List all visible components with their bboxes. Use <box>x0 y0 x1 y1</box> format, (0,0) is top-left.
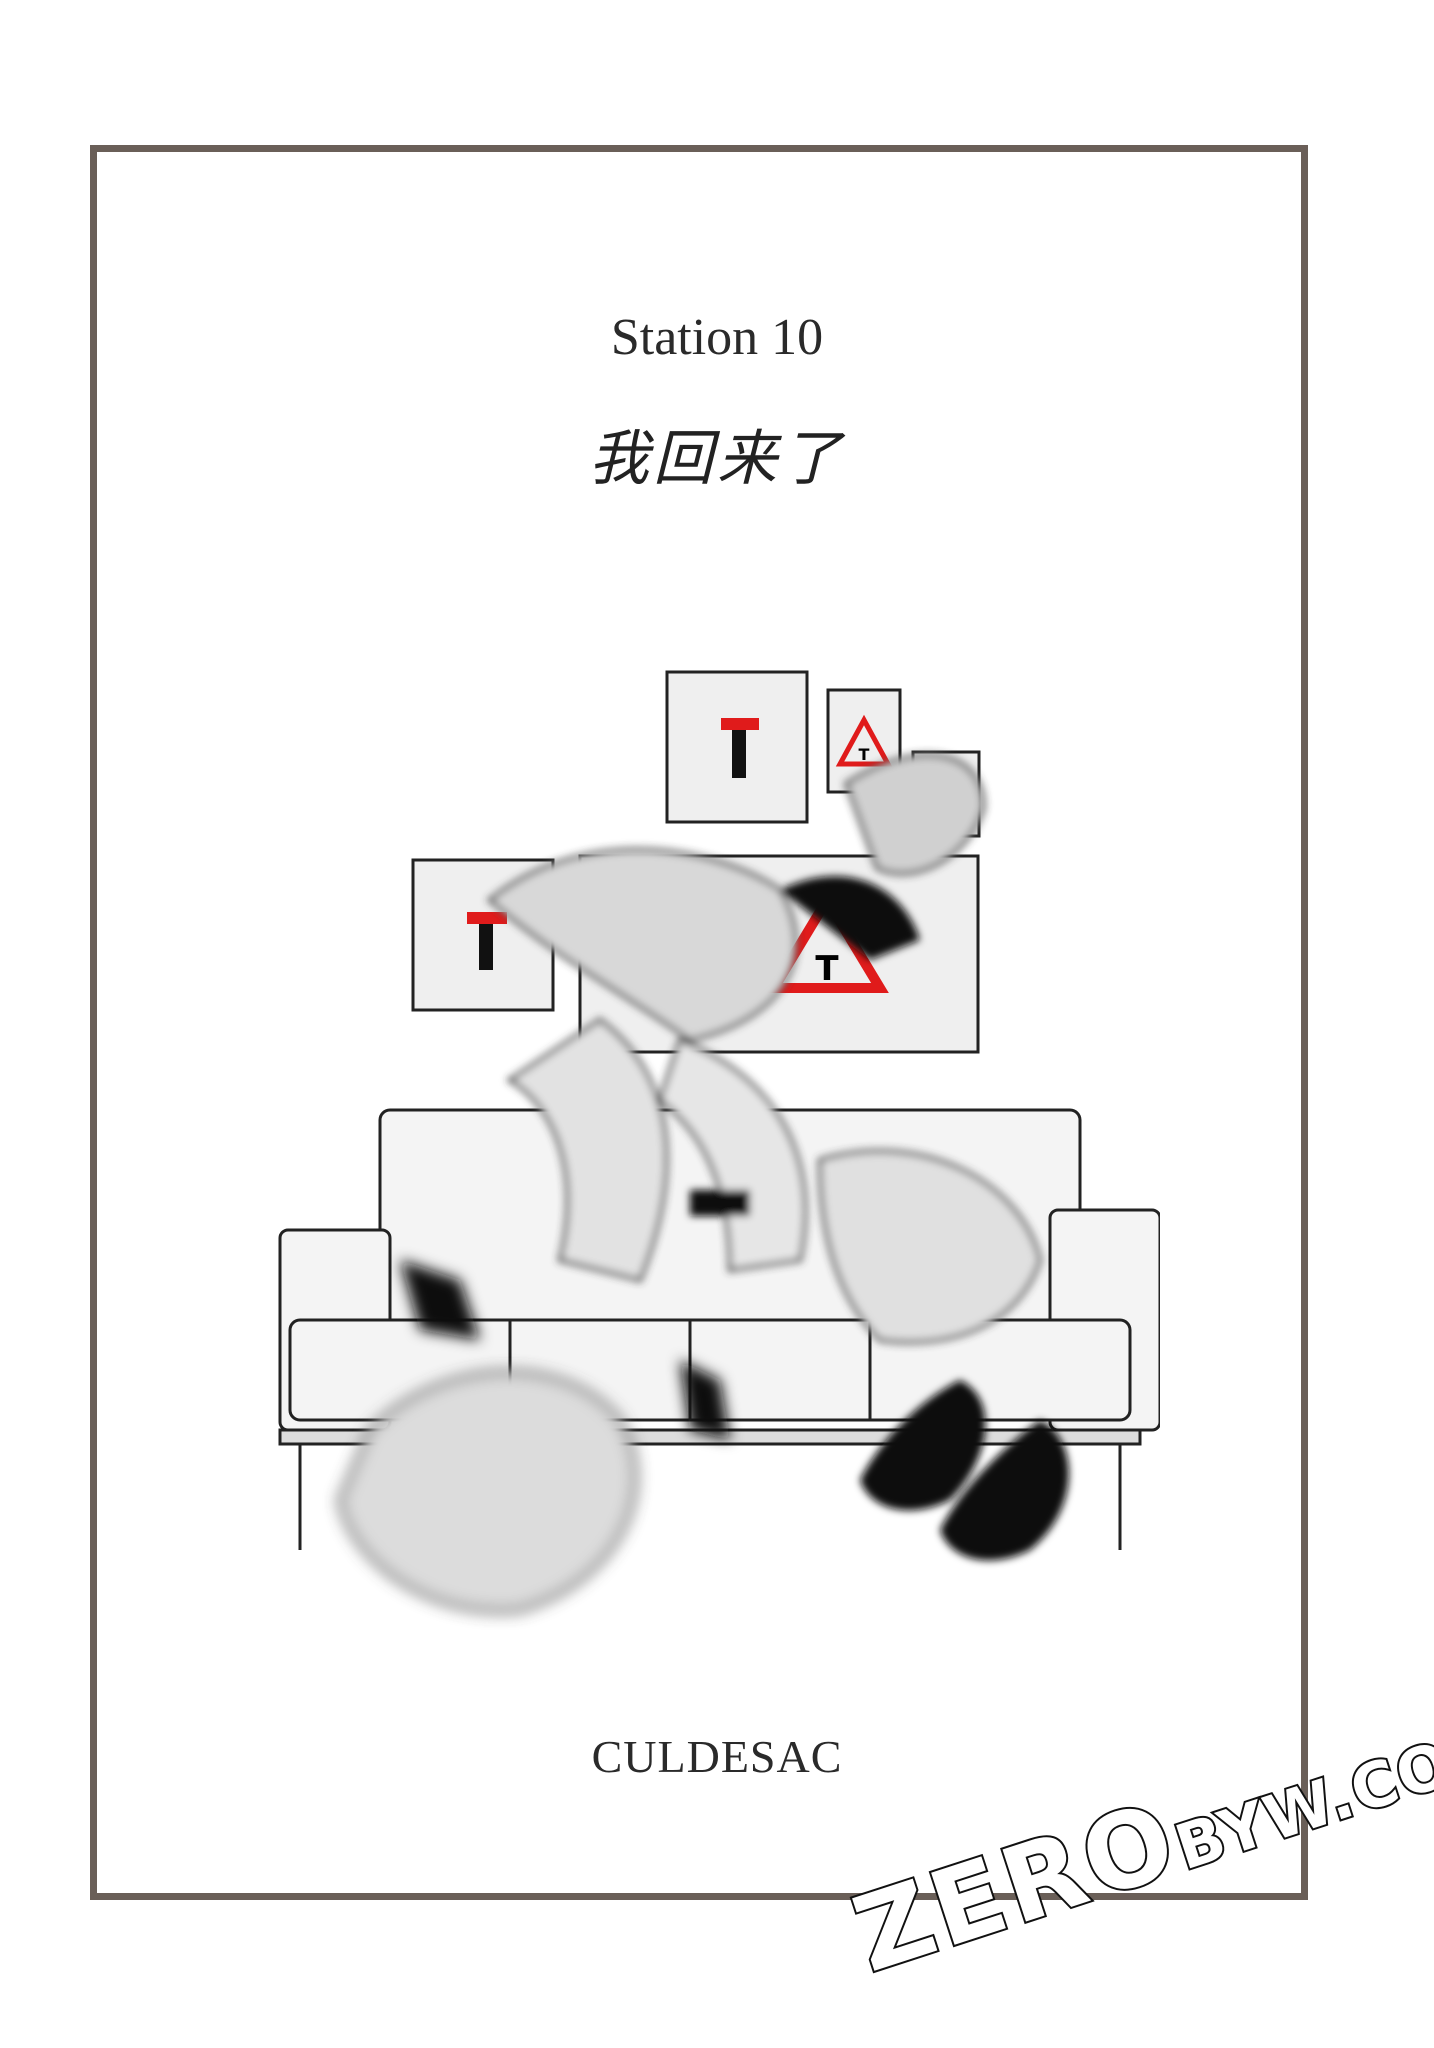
chapter-subtitle: 我回来了 <box>589 424 845 494</box>
author-name: CULDESAC <box>591 1731 843 1782</box>
frame-2-sign: T <box>859 745 870 764</box>
chapter-title: Station 10 <box>610 309 824 366</box>
cover-illustration: T T <box>278 670 1160 1614</box>
flying-boots <box>860 1380 1069 1561</box>
blurred-person-foreground <box>337 1260 730 1614</box>
wall-frame-1 <box>665 670 809 824</box>
blurred-figures <box>486 753 1043 1344</box>
frame-5-sign: T <box>815 949 839 989</box>
